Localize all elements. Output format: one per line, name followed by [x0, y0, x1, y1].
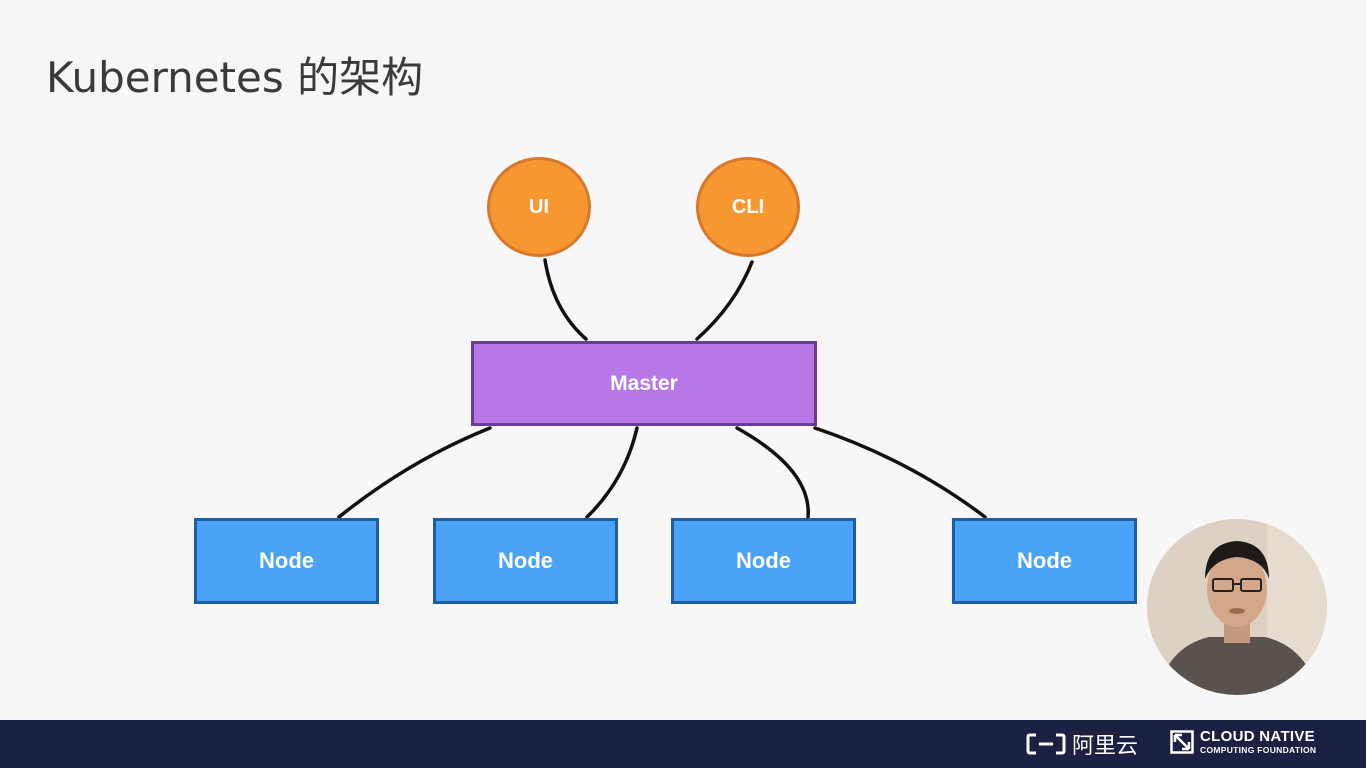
- footer-bar: [0, 720, 1366, 768]
- aliyun-logo: 阿里云: [1026, 731, 1139, 759]
- worker-node-2: Node: [433, 518, 618, 604]
- slide-title: Kubernetes 的架构: [46, 53, 424, 102]
- presenter-webcam: [1147, 519, 1327, 695]
- worker-node-3: Node: [671, 518, 856, 604]
- cncf-line1: CLOUD NATIVE: [1200, 728, 1315, 745]
- aliyun-bracket-icon: [1026, 733, 1066, 755]
- connector-master-node1: [337, 426, 492, 519]
- cncf-logo: CLOUD NATIVE COMPUTING FOUNDATION: [1170, 729, 1316, 755]
- connector-master-node3: [735, 426, 810, 519]
- connector-lines: [337, 258, 987, 519]
- connector-master-node4: [813, 426, 987, 519]
- master-node: Master: [471, 341, 817, 426]
- ui-client-node: UI: [487, 157, 591, 257]
- worker-node-4: Node: [952, 518, 1137, 604]
- cncf-icon: [1170, 730, 1194, 754]
- connector-cli-master: [695, 260, 754, 341]
- aliyun-label: 阿里云: [1072, 734, 1139, 759]
- cli-client-node: CLI: [696, 157, 800, 257]
- cncf-line2: COMPUTING FOUNDATION: [1200, 745, 1317, 755]
- connector-master-node2: [585, 426, 639, 519]
- connector-ui-master: [543, 258, 588, 341]
- worker-node-1: Node: [194, 518, 379, 604]
